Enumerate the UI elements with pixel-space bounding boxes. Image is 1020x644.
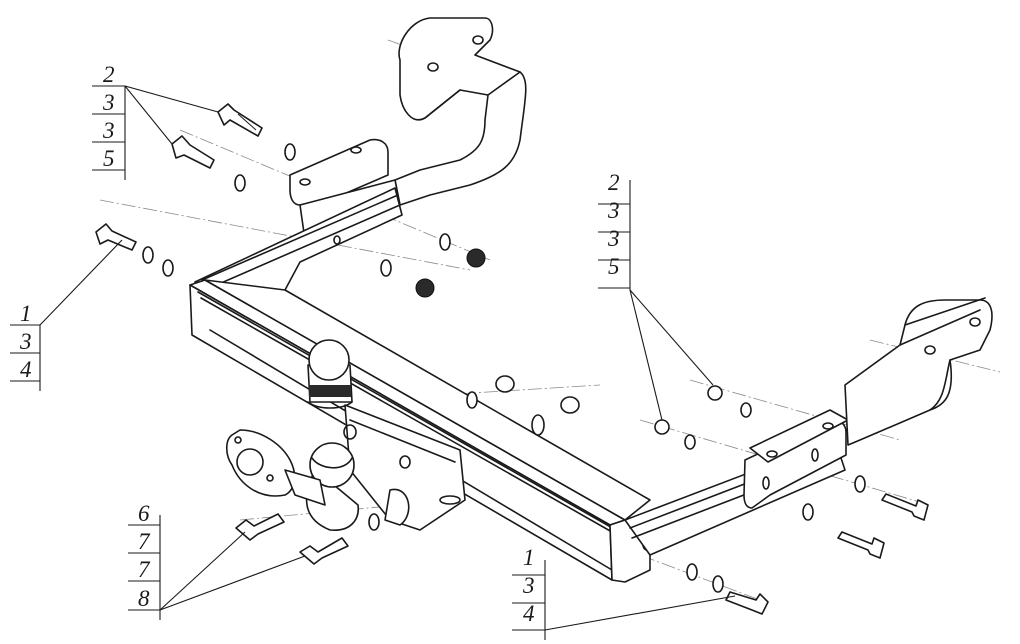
bolt-lower [171,135,215,169]
bolt-upper [217,103,263,137]
callout-bottom-label-3: 4 [523,601,535,626]
callout-bottom-left-label-2: 7 [138,529,151,554]
callout-left: 1 3 4 [10,301,41,391]
washers [142,143,451,277]
callout-right-label-4: 5 [608,254,620,279]
callout-right-label-3: 3 [607,226,620,251]
left-mounting-bracket [289,17,527,241]
callout-bottom: 1 3 4 [512,545,546,640]
callout-top-left-label-2: 3 [102,90,115,115]
callout-bottom-left-label-1: 6 [138,501,150,526]
bolt-left [95,223,137,251]
nuts [415,248,486,298]
callout-left-label-3: 4 [20,357,32,382]
callout-top-left-label-4: 5 [103,146,115,171]
callout-bottom-label-2: 3 [522,573,535,598]
fasteners-top-left [95,103,486,298]
callout-bottom-label-1: 1 [523,545,535,570]
callout-top-left: 2 3 3 5 [92,62,126,180]
callout-left-label-2: 3 [19,329,32,354]
callout-bottom-left: 6 7 7 8 [128,501,161,620]
main-cross-beam [189,279,652,583]
callout-right: 2 3 3 5 [598,170,631,290]
callout-top-left-label-1: 2 [103,62,115,87]
callout-left-label-1: 1 [20,301,32,326]
right-arm-tube [624,409,849,556]
callout-bottom-left-label-3: 7 [138,557,151,582]
callout-top-left-label-3: 3 [102,118,115,143]
callout-bottom-left-label-4: 8 [138,586,150,611]
fasteners-right [466,375,929,615]
callout-right-label-1: 2 [608,170,620,195]
leader-lines [39,85,736,631]
tow-ball-mount [225,339,466,531]
fasteners-hitch [235,513,380,565]
callout-right-label-2: 3 [607,198,620,223]
right-mounting-bracket [844,297,993,446]
